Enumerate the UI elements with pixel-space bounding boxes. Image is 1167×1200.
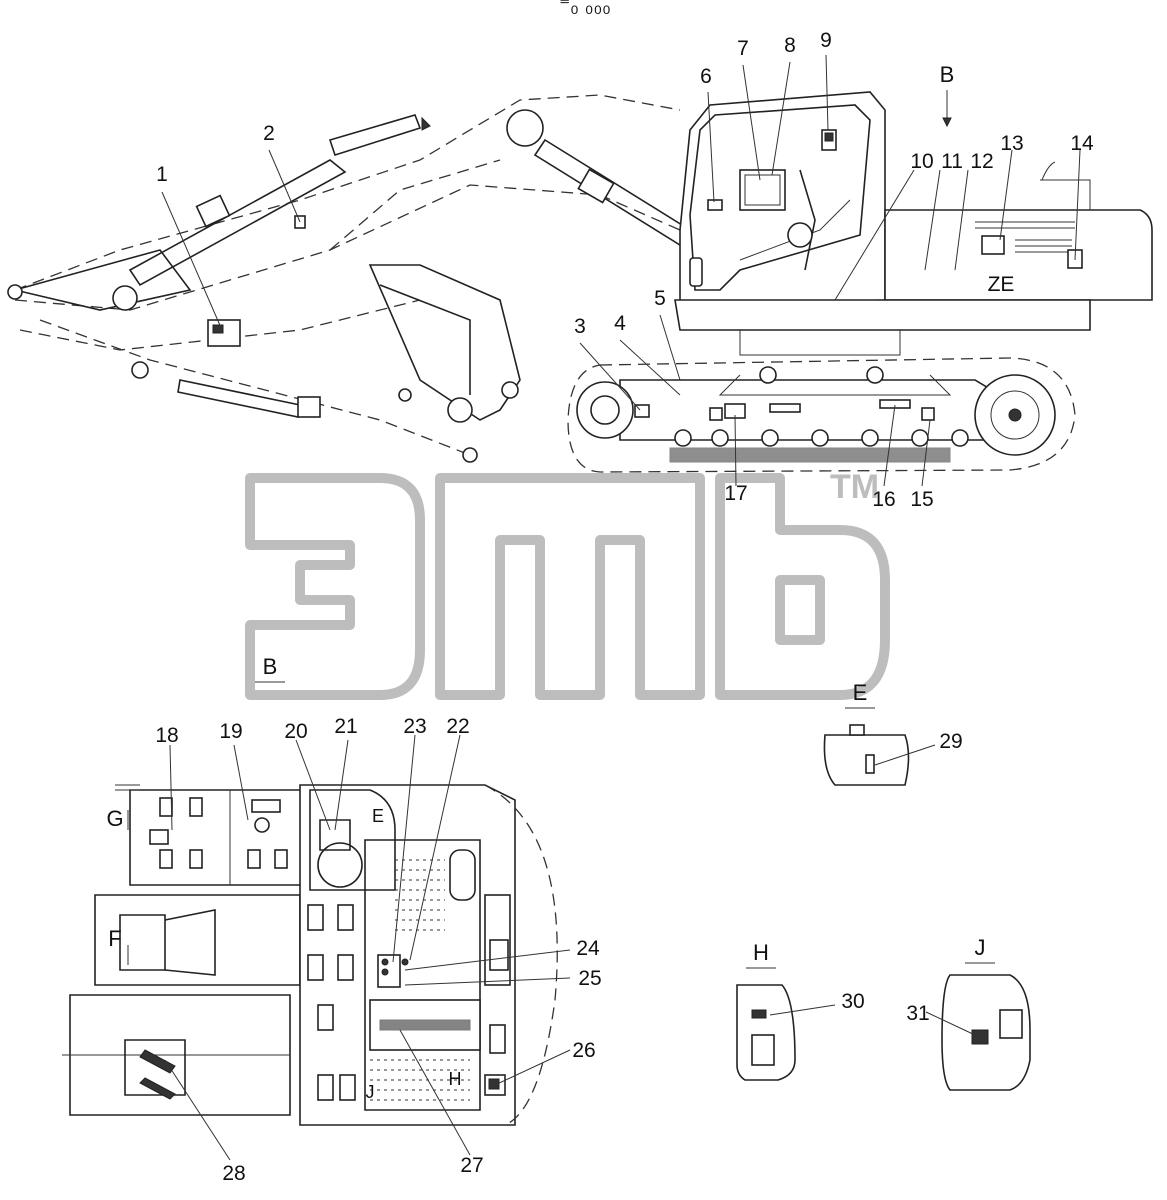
view-h-title: H bbox=[753, 940, 769, 965]
callout-9: 9 bbox=[820, 29, 832, 52]
track-rollers bbox=[674, 429, 969, 447]
view-j-title: J bbox=[975, 935, 986, 960]
callout-18: 18 bbox=[155, 724, 178, 747]
callout-15: 15 bbox=[910, 488, 933, 511]
callout-11: 11 bbox=[941, 150, 963, 173]
excavator-side-view bbox=[7, 91, 1153, 473]
callout-12: 12 bbox=[970, 150, 993, 173]
header-mark: ⁼₀ ₀₀₀ bbox=[559, 0, 611, 17]
leader-lines bbox=[161, 54, 1081, 1161]
callout-17: 17 bbox=[724, 482, 747, 505]
callout-2: 2 bbox=[263, 122, 275, 145]
view-labels: B B E H J G F E H J ZE bbox=[106, 62, 1014, 1102]
detail-view-e bbox=[823, 724, 910, 786]
callout-8: 8 bbox=[784, 34, 796, 57]
detail-view-h bbox=[736, 984, 796, 1081]
view-f-label: F bbox=[108, 926, 121, 951]
callout-numbers: 1 2 3 4 5 6 7 8 9 10 11 12 13 14 15 16 1… bbox=[155, 29, 1094, 1185]
callout-1: 1 bbox=[156, 163, 168, 186]
callout-26: 26 bbox=[572, 1039, 595, 1062]
callout-4: 4 bbox=[614, 312, 626, 335]
view-b-arrow-label: B bbox=[940, 62, 955, 87]
callout-25: 25 bbox=[578, 967, 601, 990]
detail-view-j bbox=[941, 974, 1031, 1091]
callout-27: 27 bbox=[460, 1154, 483, 1177]
callout-16: 16 bbox=[872, 488, 895, 511]
body-letter-e: E bbox=[372, 806, 384, 826]
view-g-label: G bbox=[106, 806, 123, 831]
callout-24: 24 bbox=[576, 937, 600, 960]
callout-7: 7 bbox=[737, 37, 749, 60]
watermark-tm: TM bbox=[830, 468, 879, 506]
callout-13: 13 bbox=[1000, 132, 1023, 155]
view-e-title: E bbox=[853, 680, 868, 705]
callout-28: 28 bbox=[222, 1162, 245, 1185]
body-letter-j: J bbox=[366, 1082, 375, 1102]
callout-30: 30 bbox=[841, 990, 864, 1013]
callout-31: 31 bbox=[906, 1002, 929, 1025]
callout-23: 23 bbox=[403, 715, 426, 738]
side-text-ze: ZE bbox=[988, 273, 1015, 296]
callout-29: 29 bbox=[939, 730, 962, 753]
callout-3: 3 bbox=[574, 315, 586, 338]
view-b-title: B bbox=[263, 654, 278, 679]
callout-21: 21 bbox=[334, 715, 357, 738]
callout-22: 22 bbox=[446, 715, 469, 738]
callout-20: 20 bbox=[284, 720, 307, 743]
callout-14: 14 bbox=[1070, 132, 1094, 155]
excavator-top-view bbox=[62, 784, 558, 1126]
callout-5: 5 bbox=[654, 287, 666, 310]
callout-19: 19 bbox=[219, 720, 242, 743]
body-letter-h: H bbox=[449, 1069, 462, 1089]
callout-6: 6 bbox=[700, 65, 712, 88]
callout-10: 10 bbox=[910, 150, 933, 173]
watermark-logo: TM bbox=[245, 468, 890, 700]
vent-grille bbox=[975, 221, 1075, 253]
